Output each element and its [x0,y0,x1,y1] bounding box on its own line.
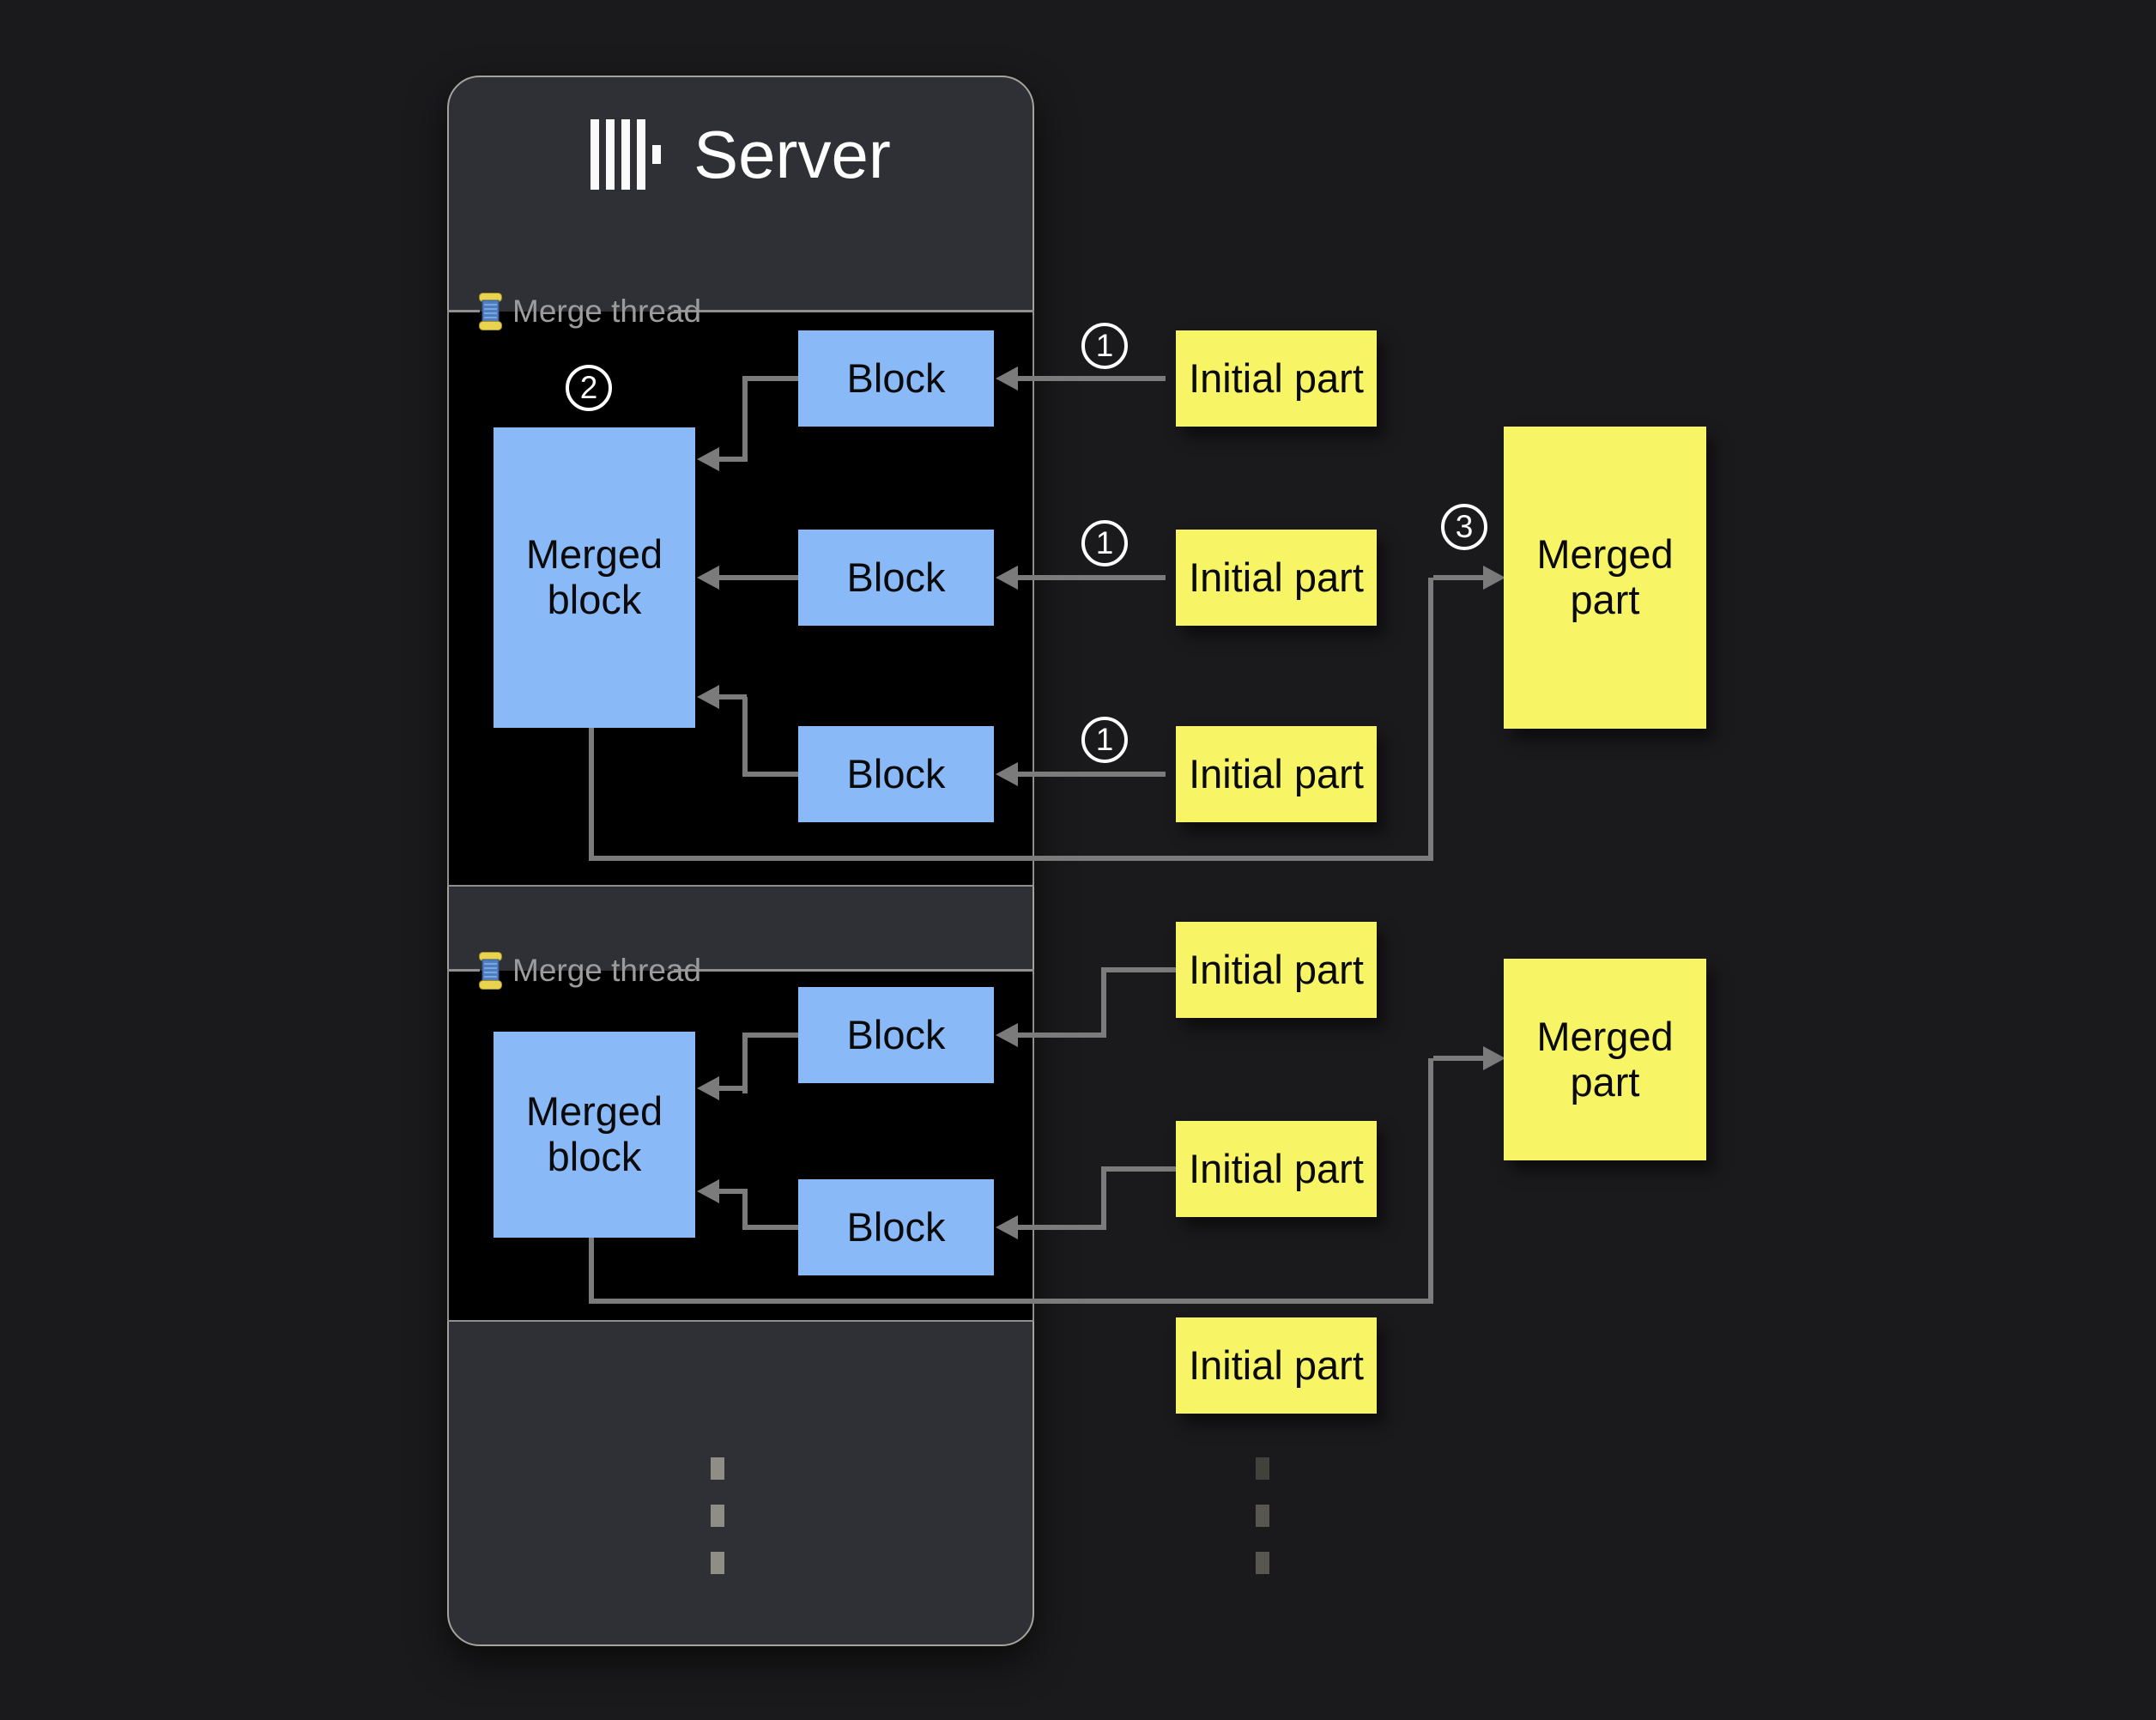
connector-block3-elbow-v [742,697,748,777]
server-header: Server [447,112,1034,197]
connector-merged-block-output-down [589,728,594,861]
arrowhead-into-merged-part2 [1483,1046,1505,1070]
arrowhead-into-block2 [996,566,1018,590]
arrowhead-into-merged-block [697,447,719,471]
ellipsis-dot [1256,1457,1269,1480]
connector-block5-elbow-h [742,1225,798,1230]
step-2-badge: 2 [566,365,612,411]
connector-initial5-elbow-v [1101,1166,1106,1230]
section-2-border-right-run [674,969,1034,972]
arrowhead-into-block4 [996,1023,1018,1047]
initial-part-note: Initial part [1176,530,1377,626]
block-box: Block [798,530,994,626]
merge-thread-label-text: Merge thread [512,294,702,329]
connector-block4-into-merged [719,1086,747,1091]
merge-thread-label-1: Merge thread [479,291,701,332]
arrowhead-into-merged-part [1483,566,1505,590]
connector-into-merged-part [1433,575,1483,580]
arrowhead-into-block5 [996,1215,1018,1239]
connector-initial3-to-block3 [1018,772,1166,777]
block-box: Block [798,726,994,822]
step-1-badge: 1 [1081,323,1128,369]
initial-part-note: Initial part [1176,726,1377,822]
connector-initial2-to-block2 [1018,575,1166,580]
clickhouse-logo-icon [590,119,662,190]
block-box: Block [798,330,994,427]
ellipsis-dot [711,1505,724,1527]
arrowhead-into-merged-block [697,566,719,590]
connector-merged-block2-output-down [589,1238,594,1304]
merged-block-box: Merged block [494,1032,695,1238]
merged-part-note: Merged part [1504,427,1706,729]
section-2-border-left-stub [447,969,480,972]
connector-block5-elbow-v [742,1189,748,1230]
connector-initial4-elbow-h [1106,967,1176,972]
connector-block3-elbow-h [742,772,798,777]
block-box: Block [798,1179,994,1275]
ellipsis-dot [711,1457,724,1480]
connector-merged-block2-output-riser [1428,1058,1433,1304]
ellipsis-dot [1256,1505,1269,1527]
arrowhead-into-merged-block [697,685,719,709]
step-1-badge: 1 [1081,717,1128,763]
initial-part-note: Initial part [1176,922,1377,1018]
connector-initial4-into-block [1018,1033,1104,1038]
step-1-badge: 1 [1081,520,1128,566]
connector-block5-into-merged [719,1189,747,1194]
connector-block4-elbow-v [742,1033,748,1093]
arrowhead-into-block1 [996,366,1018,391]
connector-merged-block-output-riser [1428,578,1433,861]
connector-initial5-into-block [1018,1225,1104,1230]
merged-part-note: Merged part [1504,959,1706,1160]
connector-block2-into-merged [719,575,798,580]
thread-spool-icon [479,293,502,330]
arrowhead-into-merged-block [697,1179,719,1203]
ellipsis-dot [711,1552,724,1574]
arrowhead-into-merged-block [697,1076,719,1100]
connector-initial4-elbow-v [1101,967,1106,1038]
section-1-border-left-stub [447,310,480,312]
step-3-badge: 3 [1441,504,1487,550]
initial-part-note: Initial part [1176,1317,1377,1414]
connector-block3-into-merged [719,694,747,700]
thread-spool-icon [479,952,502,990]
arrowhead-into-block3 [996,762,1018,786]
block-box: Block [798,987,994,1083]
initial-part-note: Initial part [1176,330,1377,427]
merge-thread-label-2: Merge thread [479,950,701,991]
section-1-border-right-run [674,310,1034,312]
merged-block-box: Merged block [494,427,695,728]
connector-into-merged-part2 [1433,1056,1483,1061]
connector-merged-block2-output-across [589,1299,1433,1304]
server-title: Server [693,117,891,192]
connector-block1-elbow-h [742,376,798,381]
connector-block1-into-merged [719,457,747,462]
connector-initial5-elbow-h [1106,1166,1176,1172]
ellipsis-dot [1256,1552,1269,1574]
merge-thread-label-text: Merge thread [512,953,702,988]
connector-merged-block-output-across [589,856,1433,861]
initial-part-note: Initial part [1176,1121,1377,1217]
connector-block1-elbow-v [742,376,748,462]
connector-block4-elbow-h [742,1033,798,1038]
connector-initial1-to-block1 [1018,376,1166,381]
